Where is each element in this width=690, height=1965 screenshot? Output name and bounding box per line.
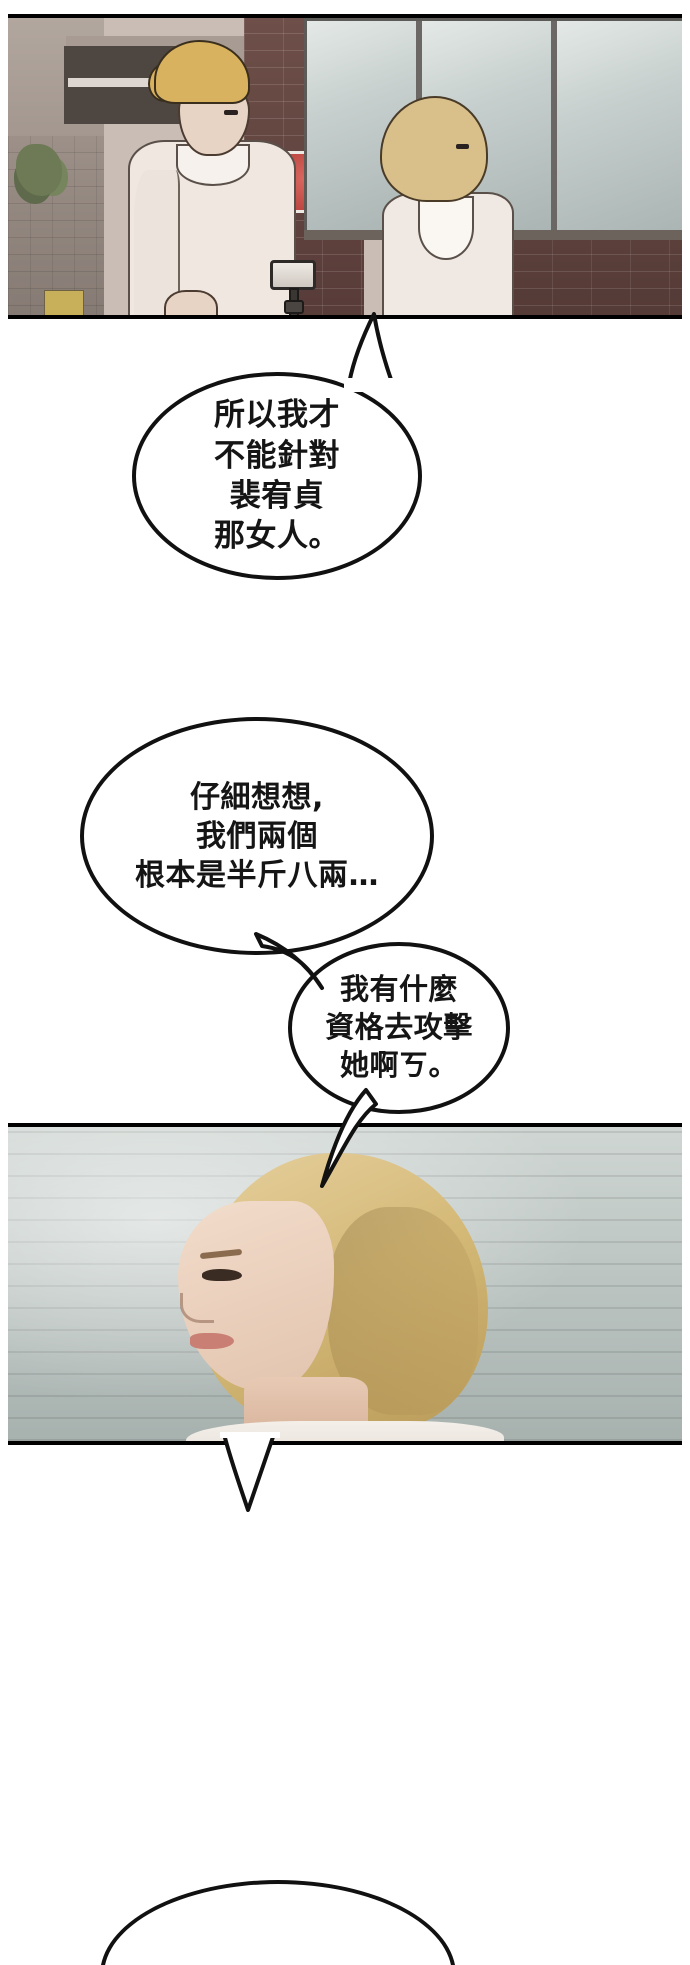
- woman-closeup: [178, 1153, 508, 1441]
- microphone-grip: [284, 300, 304, 314]
- speech-bubble-3-text: 我有什麼 資格去攻擊 她啊ㄎ。: [325, 972, 473, 1082]
- woman-hair: [380, 96, 488, 202]
- white-rail: [68, 78, 188, 87]
- window-frame: [304, 18, 682, 236]
- woman-closeup-lips: [190, 1333, 234, 1349]
- yellow-box: [44, 290, 84, 315]
- foliage: [16, 144, 62, 196]
- bubble-2-tail: [252, 930, 342, 992]
- bubble-3-tail: [300, 1086, 380, 1190]
- man-hair: [154, 40, 250, 104]
- bubble-4-tail: [214, 1432, 284, 1512]
- man-hand: [164, 290, 218, 315]
- man-eye: [224, 110, 238, 115]
- microphone-icon: [270, 260, 316, 290]
- man-arm: [134, 170, 180, 315]
- speech-bubble-3: 我有什麼 資格去攻擊 她啊ㄎ。: [288, 942, 510, 1114]
- woman-closeup-nose: [180, 1293, 214, 1323]
- speech-bubble-2: 仔細想想, 我們兩個 根本是半斤八兩…: [80, 717, 434, 955]
- woman-closeup-eye: [202, 1269, 242, 1281]
- speech-bubble-1-text: 所以我才 不能針對 裴宥貞 那女人。: [214, 397, 340, 555]
- character-man: [128, 40, 296, 315]
- speech-bubble-4-text: 不過那女的: [199, 1924, 357, 1965]
- speech-bubble-4: 不過那女的: [100, 1880, 456, 1965]
- woman-eye: [456, 144, 469, 149]
- speech-bubble-2-text: 仔細想想, 我們兩個 根本是半斤八兩…: [135, 779, 379, 893]
- window-pane-3: [557, 21, 682, 233]
- speech-bubble-1: 所以我才 不能針對 裴宥貞 那女人。: [132, 372, 422, 580]
- character-woman: [378, 96, 514, 315]
- woman-lapel: [418, 196, 474, 260]
- window-mullion-2: [552, 21, 557, 233]
- bubble-1-tail: [330, 312, 400, 392]
- panel-street-interview: [8, 14, 682, 319]
